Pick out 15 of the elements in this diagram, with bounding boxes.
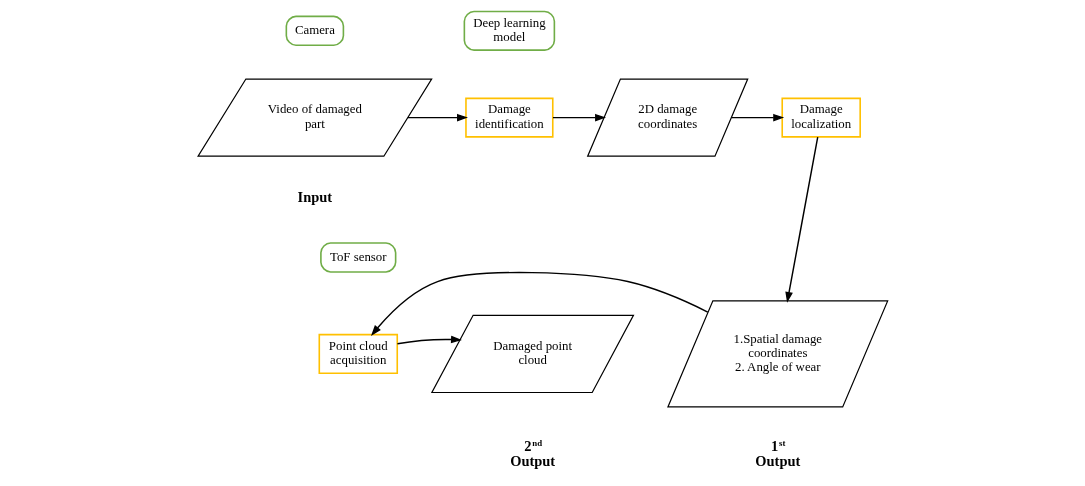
arrow	[370, 271, 708, 336]
arrow	[784, 136, 818, 303]
node-box: Deep learning model	[463, 10, 555, 51]
node-box: Point cloud acquisition	[318, 333, 398, 374]
label: Input	[297, 189, 332, 206]
arrow	[406, 113, 468, 122]
arrow	[396, 335, 462, 345]
label: 2$^{nd}$ Output	[509, 438, 555, 469]
label: 1$^{st}$ Output	[754, 438, 800, 469]
node-box: Camera	[285, 15, 344, 47]
arrow	[551, 113, 606, 122]
node-box: Damage identification	[464, 97, 554, 138]
node-box: Damage localization	[780, 97, 861, 138]
arrow	[730, 113, 784, 122]
node-box: ToF sensor	[319, 242, 396, 273]
